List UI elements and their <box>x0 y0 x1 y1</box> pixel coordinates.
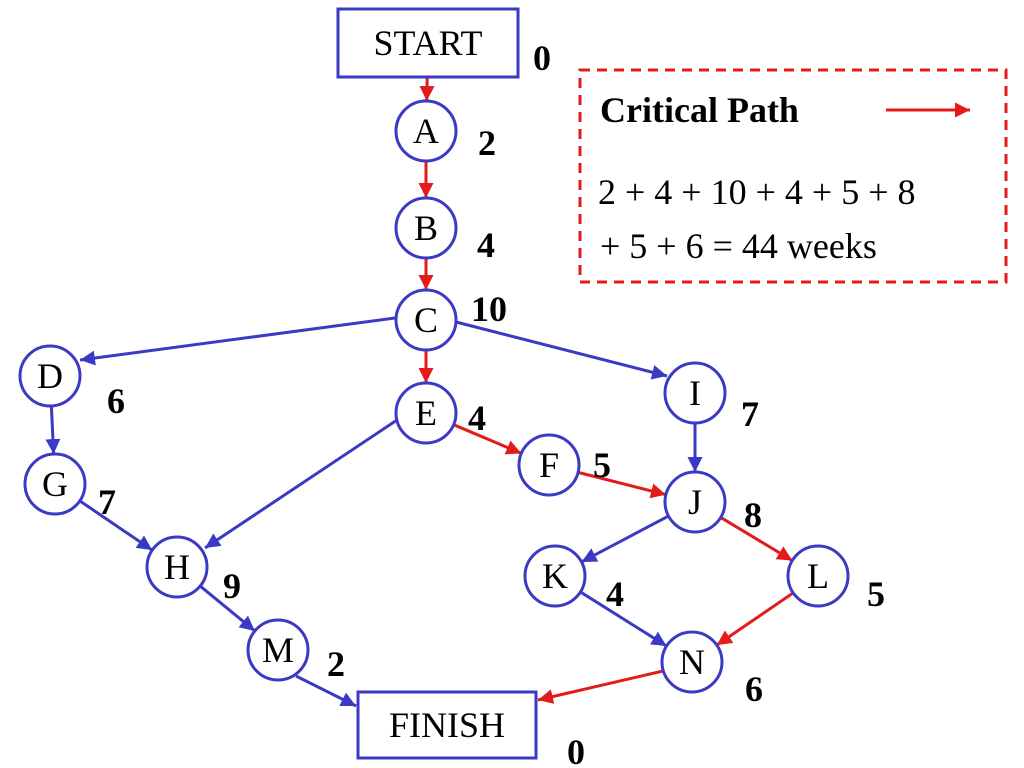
node-b-duration: 4 <box>477 225 495 265</box>
node-i: I7 <box>663 361 759 434</box>
node-b-shape <box>394 196 458 260</box>
edge-j-to-k <box>580 514 670 564</box>
node-l-duration: 5 <box>867 574 885 614</box>
node-c: C 10 <box>394 288 507 352</box>
node-n-label: N <box>679 642 705 682</box>
node-e-label: E <box>415 393 437 433</box>
edge-e-to-f-critical <box>453 423 522 455</box>
node-g-label: G <box>42 464 68 504</box>
edge-c-to-d <box>79 316 396 366</box>
node-b-label: B <box>414 208 438 248</box>
node-n-shape <box>660 630 724 694</box>
node-start-label: START <box>374 23 483 63</box>
node-k-duration: 4 <box>606 574 624 614</box>
node-e-duration: 4 <box>468 398 486 438</box>
node-i-label: I <box>689 373 701 413</box>
node-n: N6 <box>660 630 763 709</box>
node-m-shape <box>246 618 310 682</box>
node-finish-shape <box>356 690 538 760</box>
node-m-label: M <box>262 630 294 670</box>
node-finish-label: FINISH <box>389 705 505 745</box>
critical-path-legend: Critical Path 2 + 4 + 10 + 4 + 5 + 8 + 5… <box>578 68 1008 284</box>
edge-e-to-h <box>204 418 398 550</box>
node-n-duration: 6 <box>745 669 763 709</box>
node-j-duration: 8 <box>744 495 762 535</box>
edges-layer <box>45 76 795 708</box>
node-f-duration: 5 <box>593 445 611 485</box>
node-start-duration: 0 <box>533 38 551 78</box>
edge-j-to-l-critical <box>719 516 794 562</box>
edge-start-to-a-critical <box>419 76 435 102</box>
legend-title: Critical Path <box>600 90 799 130</box>
node-a-duration: 2 <box>478 123 496 163</box>
node-f-label: F <box>539 445 559 485</box>
node-start: START 0 <box>336 7 551 79</box>
node-h-duration: 9 <box>223 566 241 606</box>
node-d-duration: 6 <box>107 381 125 421</box>
node-i-shape <box>663 361 727 425</box>
node-a-label: A <box>413 111 439 151</box>
edge-c-to-i <box>455 320 668 380</box>
node-j-label: J <box>688 482 702 522</box>
node-d: D6 <box>18 344 125 421</box>
edge-f-to-j-critical <box>577 470 667 499</box>
edge-n-to-finish-critical <box>537 669 664 704</box>
edge-k-to-n <box>579 590 668 648</box>
edge-g-to-h <box>78 499 154 552</box>
node-a-shape <box>394 99 458 163</box>
node-h-label: H <box>164 547 190 587</box>
legend-calculation-line-1: 2 + 4 + 10 + 4 + 5 + 8 <box>598 172 916 212</box>
node-f-shape <box>517 433 581 497</box>
node-e-shape <box>394 381 458 445</box>
node-l-shape <box>786 544 850 608</box>
node-l-label: L <box>807 556 829 596</box>
node-finish: FINISH 0 <box>356 690 585 768</box>
edge-d-to-g <box>45 405 61 455</box>
node-g-duration: 7 <box>98 482 116 522</box>
edge-l-to-n-critical <box>715 591 795 647</box>
node-finish-duration: 0 <box>567 732 585 768</box>
legend-border <box>578 68 1008 284</box>
node-c-label: C <box>414 300 438 340</box>
node-j-shape <box>663 470 727 534</box>
node-g-shape <box>23 452 87 516</box>
edge-h-to-m <box>199 584 256 633</box>
node-h-shape <box>145 535 209 599</box>
node-d-shape <box>18 344 82 408</box>
node-c-duration: 10 <box>471 289 507 329</box>
node-d-label: D <box>37 356 63 396</box>
legend-calculation-line-2: + 5 + 6 = 44 weeks <box>600 226 877 266</box>
node-i-duration: 7 <box>741 394 759 434</box>
node-c-shape <box>394 288 458 352</box>
node-start-shape <box>336 7 520 79</box>
edge-m-to-finish <box>295 674 357 708</box>
node-k-shape <box>523 544 587 608</box>
node-k-label: K <box>542 556 568 596</box>
node-m-duration: 2 <box>327 644 345 684</box>
